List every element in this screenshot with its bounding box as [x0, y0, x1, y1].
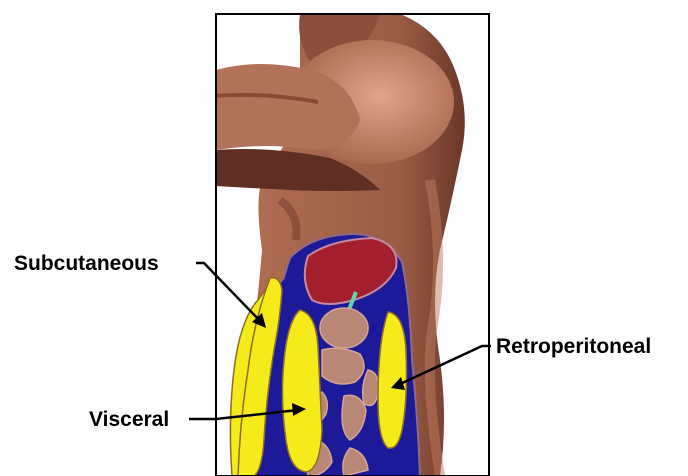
- visceral-label: Visceral: [89, 408, 169, 431]
- retroperitoneal-fat: [378, 312, 407, 448]
- body-figure: [216, 14, 489, 476]
- retroperitoneal-label: Retroperitoneal: [496, 335, 651, 358]
- visceral-fat: [282, 310, 322, 472]
- subcutaneous-label: Subcutaneous: [14, 252, 159, 275]
